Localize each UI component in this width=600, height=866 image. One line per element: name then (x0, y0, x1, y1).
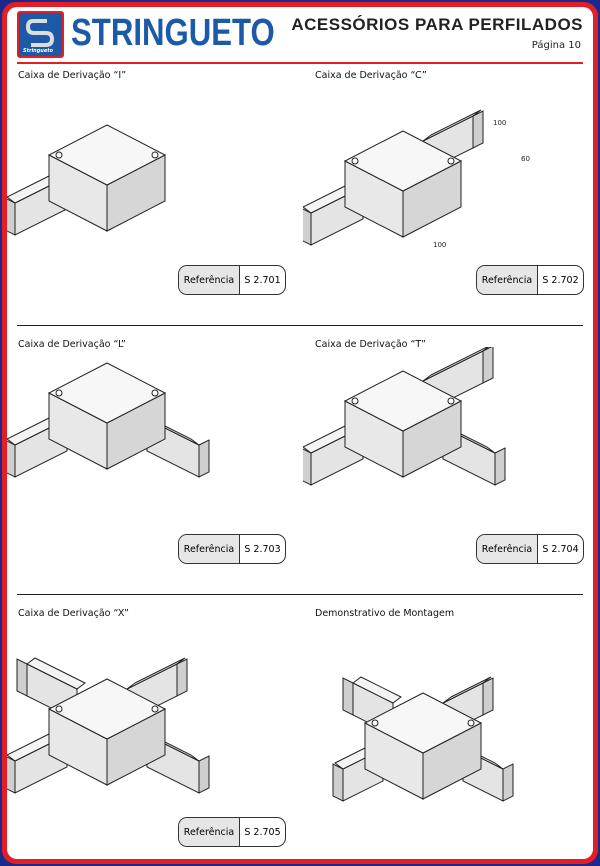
page-title: ACESSÓRIOS PARA PERFILADOS (291, 15, 583, 34)
reference-code: S 2.703 (244, 543, 281, 555)
box-lid (343, 370, 463, 432)
caption-t: Caixa de Derivação “T” (315, 339, 426, 350)
reference-box: Referência S 2.705 (178, 817, 286, 847)
screw-icon (55, 705, 63, 713)
box-lid (47, 124, 167, 186)
reference-label: Referência (179, 266, 240, 294)
screw-icon (371, 719, 379, 727)
rear-channel (16, 658, 28, 697)
box-lid (47, 362, 167, 424)
channel (303, 448, 312, 486)
header-divider (17, 62, 583, 64)
screw-icon (55, 389, 63, 397)
screw-icon (351, 397, 359, 405)
reference-code: S 2.701 (244, 274, 281, 286)
dimension-label: 100 (433, 241, 446, 249)
reference-code: S 2.702 (542, 274, 579, 286)
reference-box: Referência S 2.703 (178, 534, 286, 564)
reference-box: Referência S 2.704 (476, 534, 584, 564)
page-number: Página 10 (531, 40, 581, 51)
caption-x: Caixa de Derivação “X” (18, 608, 129, 619)
logo: Stringueto (17, 11, 64, 58)
catalog-page: Stringueto STRINGUETO ACESSÓRIOS PARA PE… (7, 7, 593, 859)
reference-code: S 2.704 (542, 543, 579, 555)
drawing-x (7, 657, 210, 794)
box-lid (47, 678, 167, 740)
channel (198, 439, 210, 478)
screw-icon (351, 157, 359, 165)
screw-icon (447, 397, 455, 405)
box-lid (343, 130, 463, 192)
drawing-assembly (332, 676, 514, 802)
channel (303, 208, 312, 246)
brand-name: STRINGUETO (71, 12, 275, 54)
logo-text: Stringueto (23, 48, 54, 54)
channel (7, 440, 16, 478)
caption-l: Caixa de Derivação “L” (18, 339, 126, 350)
reference-label: Referência (477, 535, 538, 563)
screw-icon (55, 151, 63, 159)
channel (198, 755, 210, 794)
reference-label: Referência (477, 266, 538, 294)
caption-c: Caixa de Derivação “C” (315, 70, 427, 81)
screw-icon (151, 705, 159, 713)
screw-icon (467, 719, 475, 727)
rear-channel (472, 110, 484, 149)
drawing-i (7, 124, 167, 236)
channel (494, 447, 506, 486)
screw-icon (151, 389, 159, 397)
reference-box: Referência S 2.701 (178, 265, 286, 295)
reference-label: Referência (179, 535, 240, 563)
drawing-c: 100 60 100 (303, 109, 530, 249)
channel (332, 763, 344, 802)
box-lid (363, 692, 483, 754)
reference-code: S 2.705 (244, 826, 281, 838)
section-divider (17, 594, 583, 595)
channel (7, 198, 16, 236)
reference-box: Referência S 2.702 (476, 265, 584, 295)
dimension-label: 100 (493, 119, 506, 127)
section-divider (17, 325, 583, 326)
drawing-t (303, 347, 506, 486)
drawing-l (7, 362, 210, 478)
caption-assembly: Demonstrativo de Montagem (315, 608, 455, 619)
reference-label: Referência (179, 818, 240, 846)
rear-channel (176, 658, 188, 697)
screw-icon (151, 151, 159, 159)
rear-channel (482, 347, 494, 384)
rear-channel (482, 677, 494, 716)
rear-channel (342, 677, 354, 716)
screw-icon (447, 157, 455, 165)
caption-i: Caixa de Derivação “I” (18, 70, 127, 81)
channel (502, 763, 514, 802)
dimension-label: 60 (521, 155, 530, 163)
channel (7, 756, 16, 794)
